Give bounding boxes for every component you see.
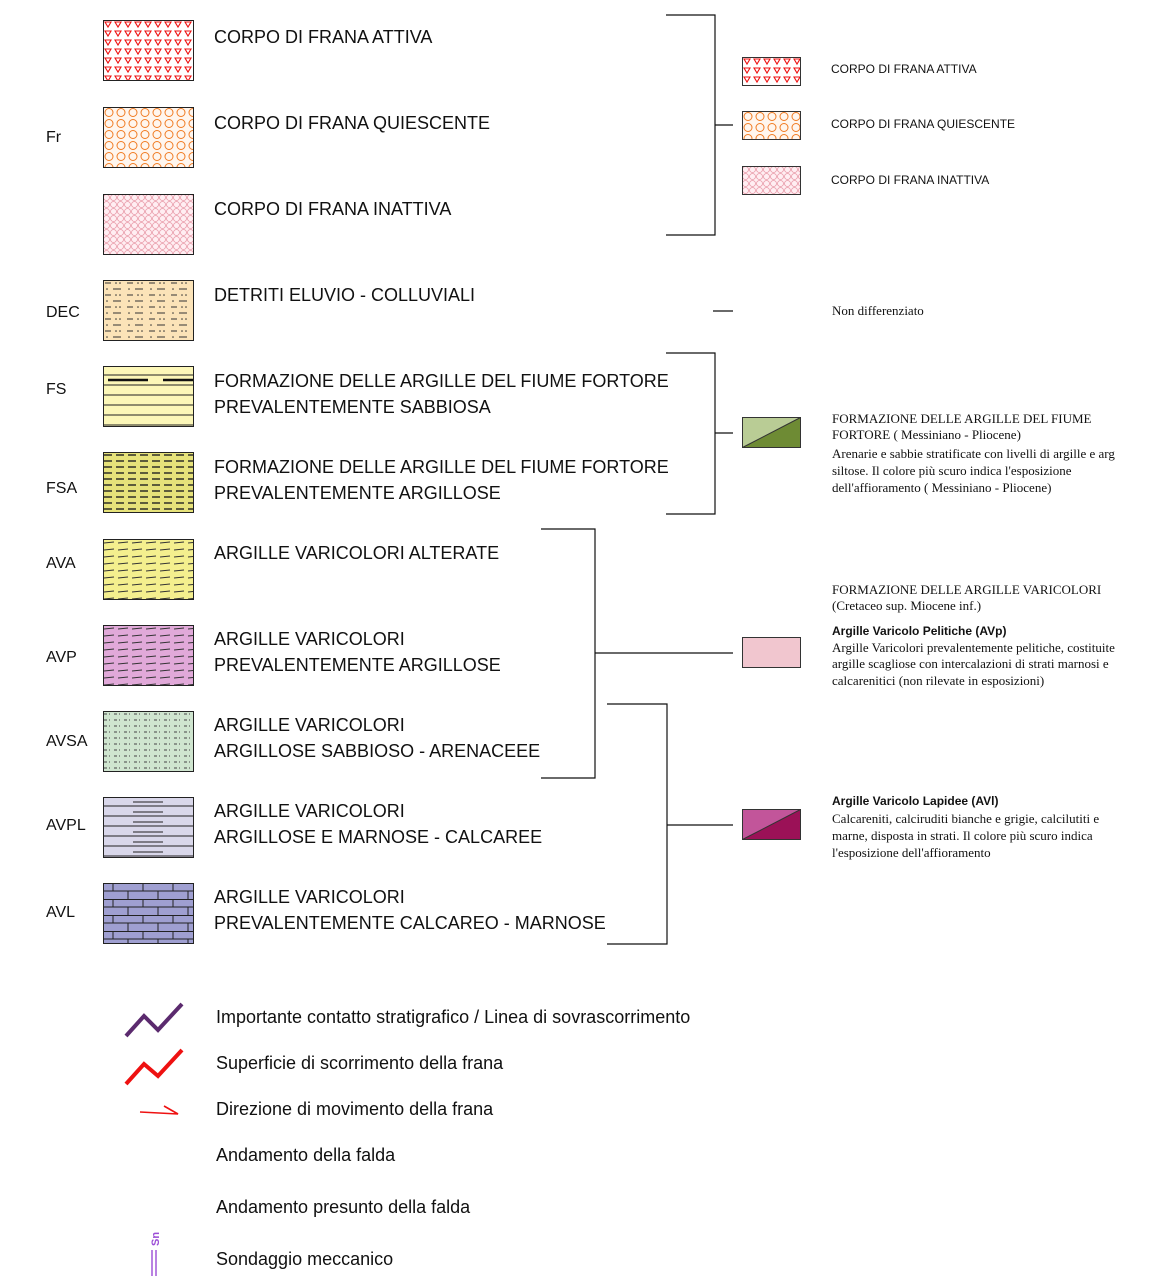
unit-code-fsa: FSA <box>46 480 78 497</box>
unit-code-fs: FS <box>46 381 67 398</box>
avl-heading: Argille Varicolo Lapidee (AVl) <box>832 794 999 808</box>
unit-label-avl-1: ARGILLE VARICOLORI <box>214 887 405 907</box>
borehole-tag: Sn <box>150 1232 162 1246</box>
symbol-label-slip: Superficie di scorrimento della frana <box>216 1053 504 1073</box>
unit-label-fs-1: FORMAZIONE DELLE ARGILLE DEL FIUME FORTO… <box>214 371 669 391</box>
unit-label-ava: ARGILLE VARICOLORI ALTERATE <box>214 543 500 563</box>
fortore-desc-2: siltose. Il colore più scuro indica l'es… <box>832 463 1072 478</box>
swatch-fsa <box>103 452 194 513</box>
right-swatch-avl <box>742 809 801 840</box>
symbol-label-contact: Importante contatto stratigrafico / Line… <box>216 1007 691 1027</box>
symbol-label-movement: Direzione di movimento della frana <box>216 1099 494 1119</box>
avl-desc-2: marne, disposta in strati. Il colore più… <box>832 828 1093 843</box>
swatch-dec <box>103 280 194 341</box>
unit-code-avp: AVP <box>46 649 77 666</box>
right-swatch-frana-quiescente <box>742 111 801 140</box>
right-swatch-frana-attiva <box>742 57 801 86</box>
unit-code-avl: AVL <box>46 904 76 921</box>
avp-desc-1: Argille Varicolori prevalentemente pelit… <box>832 640 1115 655</box>
swatch-frana-quiescente <box>103 107 194 168</box>
swatch-ava <box>103 539 194 600</box>
unit-label-frana-inattiva: CORPO DI FRANA INATTIVA <box>214 199 452 219</box>
unit-label-avp-1: ARGILLE VARICOLORI <box>214 629 405 649</box>
unit-label-avpl-2: ARGILLOSE E MARNOSE - CALCAREE <box>214 827 543 847</box>
swatch-avl <box>103 883 194 944</box>
stratigraphic-contact-icon <box>124 1002 184 1038</box>
right-label-frana-inattiva: CORPO DI FRANA INATTIVA <box>831 173 990 187</box>
avp-desc-2: argille scagliose con intercalazioni di … <box>832 656 1109 671</box>
unit-label-avpl-1: ARGILLE VARICOLORI <box>214 801 405 821</box>
unit-label-avsa-2: ARGILLOSE SABBIOSO - ARENACEEE <box>214 741 541 761</box>
avp-desc-3: calcarenitici (non rilevate in esposizio… <box>832 673 1045 688</box>
right-label-non-differenziato: Non differenziato <box>832 303 924 318</box>
swatch-fs <box>103 366 194 427</box>
avl-desc-1: Calcareniti, calciruditi bianche e grigi… <box>832 811 1100 826</box>
unit-code-avpl: AVPL <box>46 817 86 834</box>
unit-code-ava: AVA <box>46 555 76 572</box>
swatch-frana-attiva <box>103 20 194 81</box>
unit-label-frana-quiescente: CORPO DI FRANA QUIESCENTE <box>214 113 491 133</box>
right-swatch-avp <box>742 637 801 668</box>
avp-heading: Argille Varicolo Pelitiche (AVp) <box>832 624 1007 638</box>
right-label-frana-quiescente: CORPO DI FRANA QUIESCENTE <box>831 117 1016 131</box>
right-swatch-frana-inattiva <box>742 166 801 195</box>
swatch-frana-inattiva <box>103 194 194 255</box>
swatch-avp <box>103 625 194 686</box>
unit-label-fs-2: PREVALENTEMENTE SABBIOSA <box>214 397 491 417</box>
right-swatch-fortore <box>742 417 801 448</box>
unit-label-avl-2: PREVALENTEMENTE CALCAREO - MARNOSE <box>214 913 606 933</box>
symbol-label-falda: Andamento della falda <box>216 1145 396 1165</box>
right-label-frana-attiva: CORPO DI FRANA ATTIVA <box>831 62 977 76</box>
borehole-icon: Sn <box>150 1232 162 1276</box>
varicolori-title-2: (Cretaceo sup. Miocene inf.) <box>832 598 982 613</box>
unit-code-avsa: AVSA <box>46 733 88 750</box>
unit-label-dec: DETRITI ELUVIO - COLLUVIALI <box>214 285 476 305</box>
movement-arrow-icon <box>139 1105 179 1115</box>
unit-label-avp-2: PREVALENTEMENTE ARGILLOSE <box>214 655 501 675</box>
symbol-label-sondaggio: Sondaggio meccanico <box>216 1249 394 1269</box>
unit-label-fsa-2: PREVALENTEMENTE ARGILLOSE <box>214 483 501 503</box>
symbol-label-falda-presunta: Andamento presunto della falda <box>216 1197 471 1217</box>
unit-label-frana-attiva: CORPO DI FRANA ATTIVA <box>214 27 433 47</box>
fortore-desc-3: dell'affioramento ( Messiniano - Pliocen… <box>832 480 1052 495</box>
unit-code-dec: DEC <box>46 304 80 321</box>
unit-label-fsa-1: FORMAZIONE DELLE ARGILLE DEL FIUME FORTO… <box>214 457 669 477</box>
unit-code-fr: Fr <box>46 129 62 146</box>
slip-surface-icon <box>124 1048 184 1086</box>
swatch-avsa <box>103 711 194 772</box>
fortore-title-1: FORMAZIONE DELLE ARGILLE DEL FIUME <box>832 411 1092 426</box>
fortore-desc-1: Arenarie e sabbie stratificate con livel… <box>832 446 1115 461</box>
fortore-title-2: FORTORE ( Messiniano - Pliocene) <box>832 427 1021 442</box>
unit-label-avsa-1: ARGILLE VARICOLORI <box>214 715 405 735</box>
avl-desc-3: l'esposizione dell'affioramento <box>832 845 991 860</box>
swatch-avpl <box>103 797 194 858</box>
varicolori-title-1: FORMAZIONE DELLE ARGILLE VARICOLORI <box>832 582 1102 597</box>
